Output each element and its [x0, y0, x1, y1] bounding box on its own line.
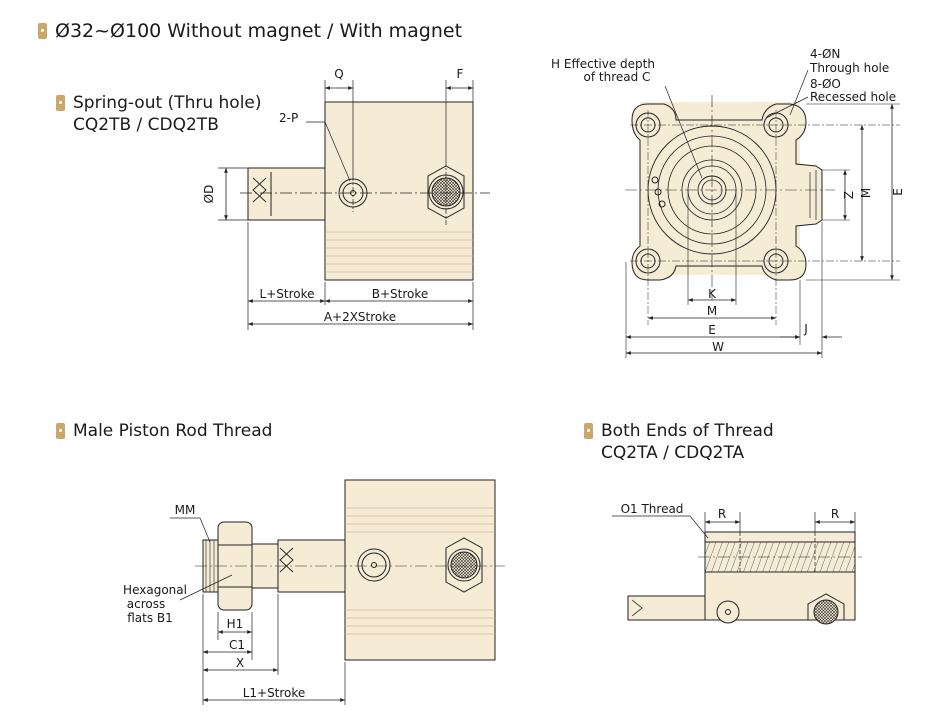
dim-w-label: W [712, 340, 724, 354]
spring-out-title: Spring-out (Thru hole) [73, 93, 262, 113]
dim-x-label: X [236, 656, 244, 670]
dim-e-label: E [708, 323, 716, 337]
dim-j-label: J [803, 322, 808, 336]
main-title: Ø32~Ø100 Without magnet / With magnet [55, 20, 463, 42]
end-view [625, 69, 900, 358]
dim-c1-label: C1 [229, 638, 245, 652]
dim-l1-stroke-label: L1+Stroke [243, 686, 306, 700]
dim-b-stroke-label: B+Stroke [372, 287, 429, 301]
male-thread-view [170, 479, 505, 705]
dim-h1-label: H1 [227, 617, 244, 631]
male-thread-heading: Male Piston Rod Thread [56, 420, 272, 442]
dim-q-label: Q [334, 67, 343, 81]
both-ends-models: CQ2TA / CDQ2TA [601, 443, 745, 463]
o-label-line1: 8-ØO [810, 77, 841, 91]
dim-a-stroke-label: A+2XStroke [324, 310, 396, 324]
h-label-line2: of thread C [584, 70, 651, 84]
spring-out-models: CQ2TB / CDQ2TB [73, 115, 219, 135]
spring-out-side-view [218, 80, 490, 330]
dim-m-vertical-label: M [859, 188, 873, 198]
dim-e-vertical-label: E [891, 188, 905, 196]
bullet-icon [38, 23, 47, 39]
o1-thread-label: O1 Thread [621, 502, 684, 516]
dim-2p-label: 2-P [279, 111, 298, 125]
male-thread-title: Male Piston Rod Thread [73, 421, 273, 441]
hex-label-line2: across [127, 597, 165, 611]
both-ends-heading: Both Ends of Thread CQ2TA / CDQ2TA [584, 420, 774, 464]
spring-out-heading: Spring-out (Thru hole) CQ2TB / CDQ2TB [56, 92, 262, 136]
hex-label-line1: Hexagonal [123, 583, 187, 597]
hex-label-line3: flats B1 [127, 611, 173, 625]
n-label-line2: Through hole [809, 61, 889, 75]
dim-k-label: K [708, 287, 717, 301]
bullet-icon [56, 95, 65, 111]
bullet-icon [584, 423, 593, 439]
n-label-line1: 4-ØN [810, 47, 840, 61]
main-heading: Ø32~Ø100 Without magnet / With magnet [38, 20, 462, 42]
dim-m-label: M [707, 304, 717, 318]
dim-f-label: F [457, 67, 464, 81]
both-ends-title: Both Ends of Thread [601, 421, 774, 441]
piston-rod [247, 167, 326, 221]
bullet-icon [56, 423, 65, 439]
dim-l-stroke-label: L+Stroke [260, 287, 315, 301]
dim-z-label: Z [842, 191, 856, 199]
dim-r-right-label: R [831, 507, 839, 521]
dim-r-left-label: R [718, 507, 726, 521]
o-label-line2: Recessed hole [810, 90, 896, 104]
h-label-line1: H Effective depth [551, 57, 655, 71]
end-plate [631, 103, 823, 281]
dim-od-label: ØD [202, 185, 216, 204]
mm-label: MM [175, 503, 196, 517]
both-ends-view [612, 512, 862, 625]
